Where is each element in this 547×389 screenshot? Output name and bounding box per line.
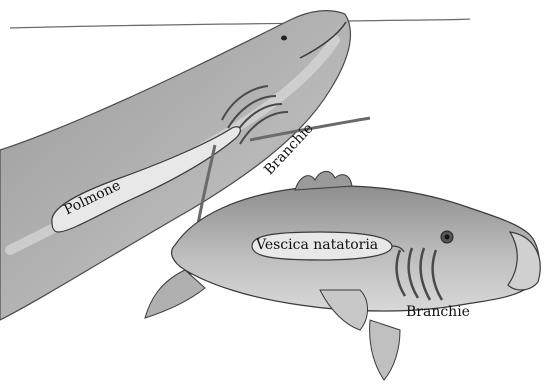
lungfish-eye <box>281 36 287 41</box>
bass-eye-pupil <box>445 235 450 240</box>
bass-gills-label: Branchie <box>406 305 470 319</box>
bass-pelvic-fin <box>370 320 400 380</box>
water-surface-line <box>10 19 470 28</box>
swim-bladder-label: Vescica natatoria <box>256 238 378 252</box>
bass-tail <box>145 270 205 318</box>
bass-pectoral-fin <box>320 290 368 330</box>
